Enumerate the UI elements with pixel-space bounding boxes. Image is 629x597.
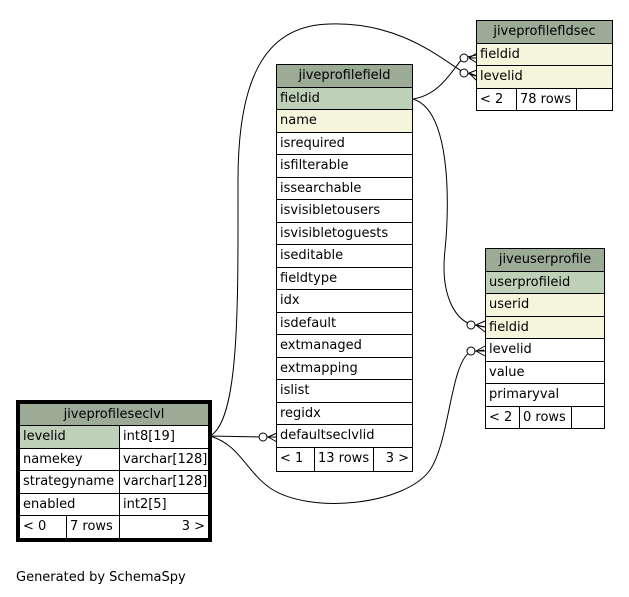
table-jiveprofileseclvl[interactable]: jiveprofileseclvl levelid int8[19] namek… <box>19 403 209 539</box>
column-islist: islist <box>276 379 413 403</box>
column-userprofileid: userprofileid <box>485 271 605 294</box>
footer-rows: 78 rows <box>516 88 577 111</box>
table-jiveprofilefldsec[interactable]: jiveprofilefldsec fieldid levelid < 2 78… <box>476 20 613 112</box>
crowfoot-marker <box>475 320 486 333</box>
edge-levelid-to-fldsec-levelid <box>209 23 477 437</box>
column-primaryval: primaryval <box>485 383 605 407</box>
crowfoot-marker <box>267 432 278 443</box>
column-fieldid: fieldid <box>476 43 613 66</box>
column-strategyname-type: varchar[128] <box>119 470 209 494</box>
column-iseditable: iseditable <box>276 244 413 268</box>
footer-parents: < 2 <box>476 88 517 111</box>
column-isvisibletousers: isvisibletousers <box>276 199 413 223</box>
footer-children <box>571 406 605 429</box>
crowfoot-marker <box>468 52 478 64</box>
footer-parents: < 2 <box>485 406 520 429</box>
table-jiveprofilefield[interactable]: jiveprofilefield fieldid name isrequired… <box>276 64 413 474</box>
zero-marker <box>466 320 476 330</box>
column-value: value <box>485 361 605 384</box>
focus-table-frame <box>16 400 212 542</box>
zero-marker <box>459 68 469 78</box>
column-issearchable: issearchable <box>276 177 413 200</box>
zero-marker <box>466 346 476 356</box>
column-regidx: regidx <box>276 402 413 425</box>
column-namekey: namekey <box>19 448 120 471</box>
column-namekey-type: varchar[128] <box>119 448 209 471</box>
column-fieldtype: fieldtype <box>276 267 413 290</box>
column-isvisibletoguests: isvisibletoguests <box>276 222 413 245</box>
footer-parents: < 1 <box>276 447 315 472</box>
table-title: jiveprofileseclvl <box>19 403 209 426</box>
column-extmapping: extmapping <box>276 357 413 380</box>
table-title: jiveprofilefield <box>276 64 413 88</box>
column-extmanaged: extmanaged <box>276 334 413 358</box>
column-isfilterable: isfilterable <box>276 154 413 178</box>
footer-parents: < 0 <box>19 515 67 539</box>
footer-rows: 13 rows <box>314 447 374 472</box>
column-levelid-type: int8[19] <box>119 425 209 449</box>
footer-children: 3 > <box>373 447 413 472</box>
column-idx: idx <box>276 289 413 313</box>
column-levelid: levelid <box>19 425 120 449</box>
column-isdefault: isdefault <box>276 312 413 335</box>
column-fieldid: fieldid <box>276 87 413 110</box>
crowfoot-marker <box>475 345 486 357</box>
column-strategyname: strategyname <box>19 470 120 494</box>
edge-levelid-to-userprofile-levelid <box>209 349 485 504</box>
edge-fieldid-to-userprofile-fieldid <box>412 98 485 328</box>
column-fieldid: fieldid <box>485 316 605 339</box>
zero-marker <box>459 53 469 63</box>
footer-children: 3 > <box>119 515 209 539</box>
table-title: jiveuserprofile <box>485 248 605 272</box>
column-name: name <box>276 109 413 133</box>
column-levelid: levelid <box>476 65 613 89</box>
column-levelid: levelid <box>485 338 605 362</box>
zero-marker <box>258 432 268 442</box>
footer-children <box>576 88 613 111</box>
table-jiveuserprofile[interactable]: jiveuserprofile userprofileid userid fie… <box>485 248 605 430</box>
column-userid: userid <box>485 293 605 317</box>
table-title: jiveprofilefldsec <box>476 20 613 44</box>
column-isrequired: isrequired <box>276 132 413 155</box>
generated-by-footer: Generated by SchemaSpy <box>16 570 186 585</box>
footer-rows: 7 rows <box>66 515 120 539</box>
column-enabled: enabled <box>19 493 120 516</box>
crowfoot-marker <box>468 69 478 82</box>
column-enabled-type: int2[5] <box>119 493 209 516</box>
footer-rows: 0 rows <box>519 406 572 429</box>
column-defaultseclvlid: defaultseclvlid <box>276 424 413 448</box>
